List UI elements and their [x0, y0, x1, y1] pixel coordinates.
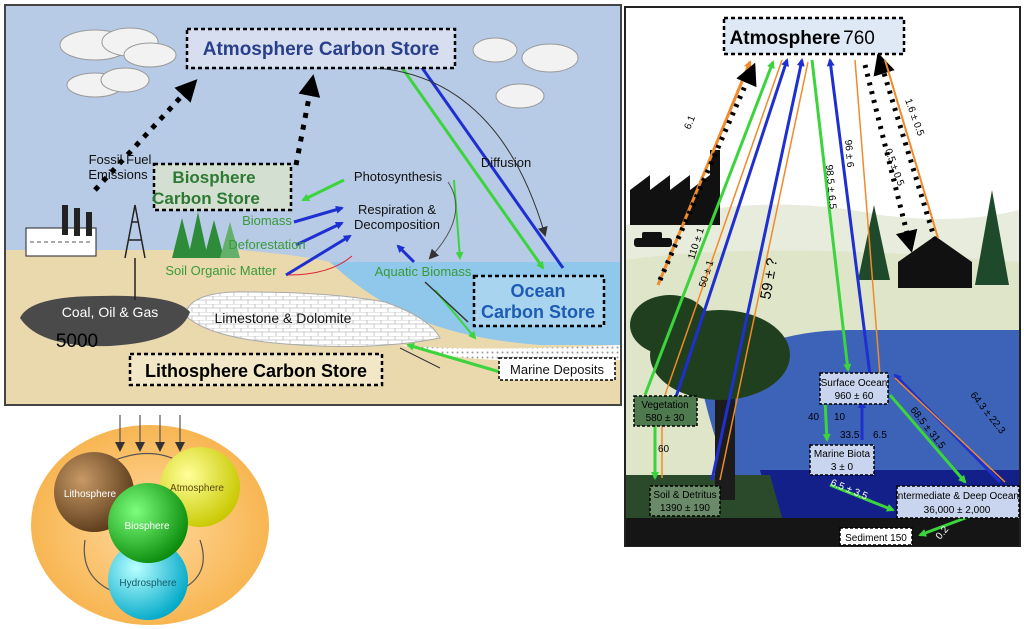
- surface-ocean-value: 960 ± 60: [835, 391, 874, 402]
- flow-soil-label: 59 ± ?: [757, 257, 781, 301]
- atmosphere-box-value: 760: [843, 28, 875, 49]
- vegetation-value: 580 ± 30: [646, 413, 685, 424]
- left-panel: Atmosphere Carbon Store Biosphere Carbon…: [4, 4, 622, 406]
- hydrosphere-label: Hydrosphere: [119, 578, 177, 589]
- soil-organic-matter-label: Soil Organic Matter: [165, 263, 277, 278]
- arrow-photosynthesis: [301, 178, 345, 202]
- right-panel: Atmosphere 760 Vegetation 580 ± 30 Soil …: [624, 6, 1021, 547]
- coal-oil-gas-label: Coal, Oil & Gas: [62, 304, 158, 320]
- biosphere-store-line1: Biosphere: [172, 168, 255, 187]
- ocean-store-line1: Ocean: [510, 281, 565, 301]
- coal-value: 5000: [56, 331, 98, 352]
- pine-tree-icon: [858, 190, 1009, 285]
- marine-biota-box: [809, 444, 875, 476]
- deep-ocean-value: 36,000 ± 2,000: [924, 505, 991, 516]
- oil-derrick-icon: [124, 204, 146, 300]
- fossil-fuel-label-1: Fossil Fuel: [89, 152, 152, 167]
- atmosphere-sphere-label: Atmosphere: [170, 483, 224, 494]
- flow-surface-biota-down-label: 40: [808, 412, 820, 423]
- flow-ocean-down-label: 96 ± 6: [842, 139, 855, 168]
- flow-veg-soil-label: 60: [658, 444, 670, 455]
- spheres-panel: Lithosphere Atmosphere Biosphere Hydrosp…: [31, 415, 269, 625]
- surface-ocean-box: [819, 372, 889, 405]
- marine-biota-value: 3 ± 0: [831, 462, 854, 473]
- aquatic-biomass-label: Aquatic Biomass: [375, 264, 472, 279]
- deep-ocean-box: [896, 485, 1020, 519]
- biomass-label: Biomass: [242, 213, 292, 228]
- surface-ocean-label: Surface Ocean: [821, 378, 888, 389]
- car-icon: [634, 232, 672, 247]
- flow-ocean-up-label: 98.5 ± 6.5: [823, 164, 838, 210]
- biosphere-store-box: [152, 162, 293, 212]
- soil-label: Soil & Detritus: [653, 490, 716, 501]
- sediment-box: [839, 527, 913, 546]
- hydrosphere-sphere: [108, 540, 188, 620]
- factory-icon: [630, 150, 720, 225]
- vegetation-box: [633, 395, 698, 427]
- photosynthesis-label: Photosynthesis: [354, 169, 443, 184]
- fossil-fuel-label-2: Emissions: [88, 167, 148, 182]
- respiration-label-2: Decomposition: [354, 217, 440, 232]
- respiration-label-1: Respiration &: [358, 202, 436, 217]
- flow-fossil-label: 6.1: [683, 114, 699, 131]
- flow-biota-right-label: 6.5: [873, 430, 887, 441]
- lithosphere-store-title: Lithosphere Carbon Store: [145, 361, 367, 381]
- sediment-label: Sediment 150: [845, 533, 907, 544]
- lithosphere-label: Lithosphere: [64, 489, 117, 500]
- flow-biota-mid-label: 33.5: [840, 430, 860, 441]
- vegetation-label: Vegetation: [641, 400, 688, 411]
- arrow-atmosphere-to-ocean: [396, 61, 545, 270]
- flow-surface-biota-up-label: 10: [834, 412, 846, 423]
- forest-icon: [172, 212, 240, 258]
- biosphere-label: Biosphere: [124, 521, 169, 532]
- tree-icon: [630, 295, 790, 500]
- marine-biota-label: Marine Biota: [814, 449, 871, 460]
- marine-deposits-label: Marine Deposits: [510, 362, 604, 377]
- ocean-store-line2: Carbon Store: [481, 302, 595, 322]
- atmosphere-store-box: [185, 27, 457, 70]
- biosphere-store-line2: Carbon Store: [152, 189, 260, 208]
- biosphere-sphere: [108, 483, 188, 563]
- soil-box: [649, 485, 721, 517]
- ocean-store-box: [472, 274, 606, 328]
- soil-value: 1390 ± 190: [660, 503, 710, 514]
- factory-icon: [25, 205, 97, 257]
- limestone-label: Limestone & Dolomite: [215, 310, 352, 326]
- lithosphere-store-box: [128, 352, 384, 387]
- deforestation-label: Deforestation: [228, 237, 305, 252]
- atmosphere-store-title: Atmosphere Carbon Store: [203, 39, 439, 60]
- diffusion-label: Diffusion: [481, 155, 531, 170]
- atmosphere-box-label: Atmosphere: [730, 28, 841, 49]
- cloud-icon: [59, 27, 579, 109]
- atmosphere-box: [722, 16, 906, 56]
- arrow-biosphere-to-atmosphere: [293, 74, 321, 166]
- deep-ocean-label: Intermediate & Deep Ocean: [895, 491, 1019, 502]
